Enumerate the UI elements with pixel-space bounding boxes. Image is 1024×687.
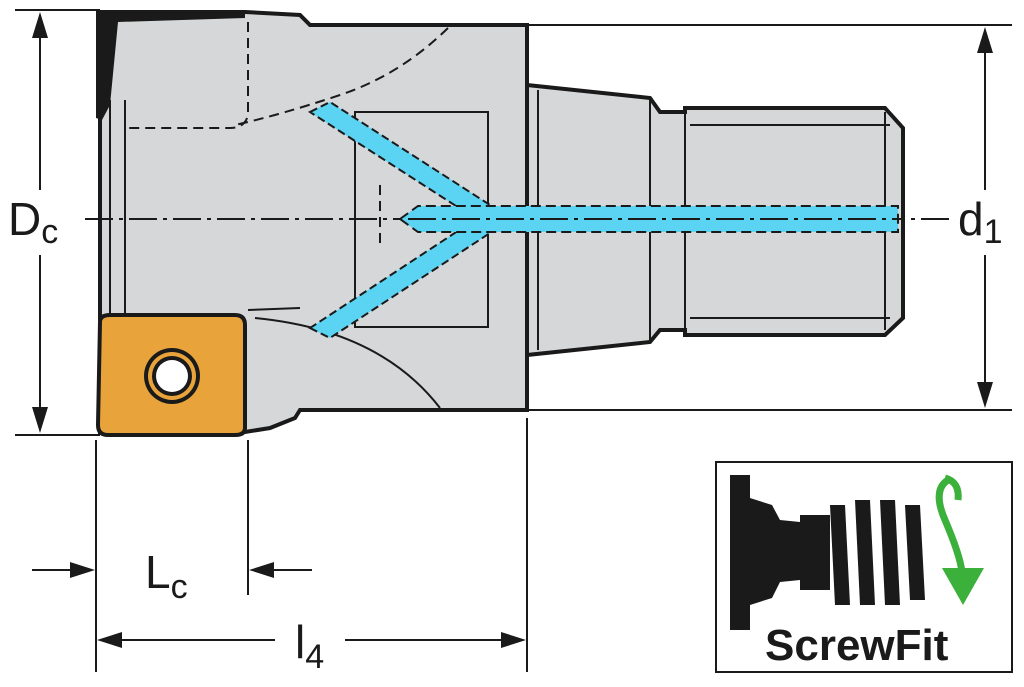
lc-dimension-line [32,562,312,578]
dc-dimension-line [32,12,48,433]
extension-lines [15,9,1012,672]
d1-dimension-line [977,27,993,408]
l4-dimension-line [97,632,526,648]
screwfit-logo: ScrewFit [715,461,1013,673]
coolant-channels [307,100,899,340]
lc-label: Lc [145,546,188,606]
d1-label: d1 [958,193,1003,251]
screw-thread-icon [730,475,925,630]
hidden-lines [125,22,449,245]
dc-label: Dc [8,193,58,251]
cutting-insert [95,313,247,437]
rotate-arrow-icon [935,474,984,605]
l4-label: l4 [295,616,324,676]
screwfit-logo-text: ScrewFit [765,621,949,670]
